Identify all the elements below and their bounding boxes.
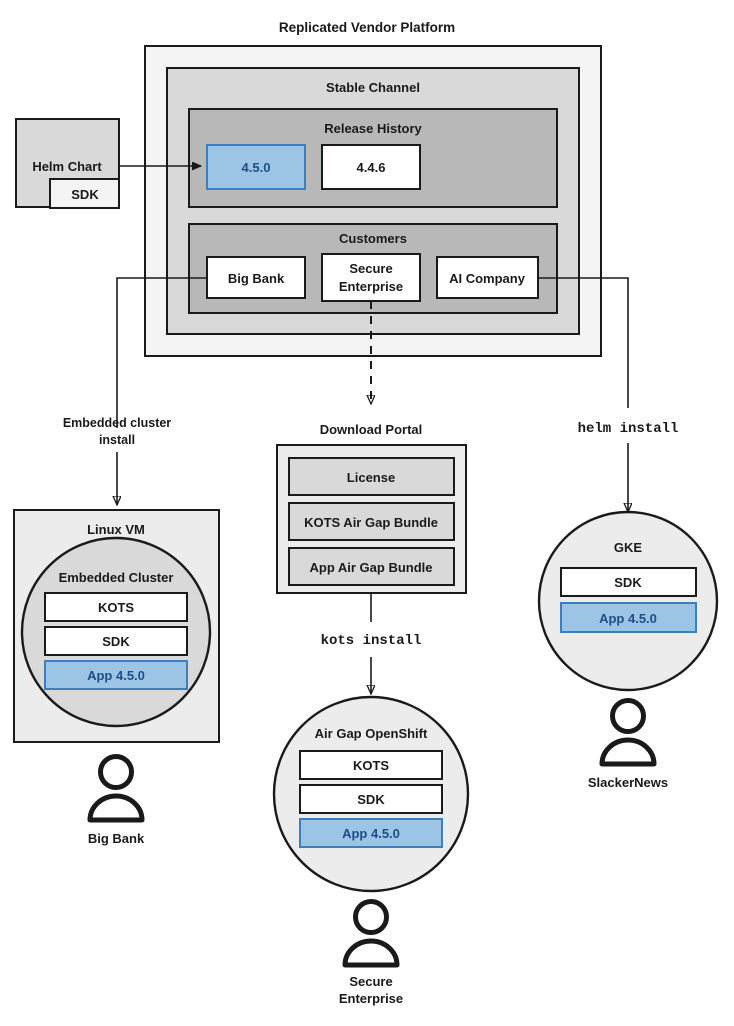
target-customer-label: Big Bank — [88, 831, 145, 846]
customer-name-line1: Secure — [349, 261, 392, 276]
embedded-install-label-line1: Embedded cluster — [63, 416, 171, 430]
target-linux-vm: Linux VM Embedded Cluster KOTS SDK App 4… — [13, 509, 220, 743]
component-kots[interactable]: KOTS — [44, 592, 188, 622]
download-portal-item-label: License — [347, 470, 395, 485]
component-label: SDK — [102, 634, 130, 649]
component-app[interactable]: App 4.5.0 — [560, 602, 697, 633]
component-label: KOTS — [98, 600, 134, 615]
avatar-secure-enterprise — [342, 899, 400, 968]
avatar-big-bank — [87, 754, 145, 823]
release-version-label: 4.5.0 — [242, 160, 271, 175]
release-card-446[interactable]: 4.4.6 — [321, 144, 421, 190]
target-label: GKE — [614, 540, 643, 555]
component-label: App 4.5.0 — [599, 611, 657, 626]
embedded-install-label-line2: install — [99, 433, 135, 447]
release-history-panel: Release History 4.5.0 4.4.6 — [188, 108, 558, 208]
target-customer-label-line2: Enterprise — [339, 991, 403, 1006]
component-label: App 4.5.0 — [342, 826, 400, 841]
stable-channel-label: Stable Channel — [326, 80, 420, 95]
kots-install-label: kots install — [321, 633, 422, 649]
release-version-label: 4.4.6 — [357, 160, 386, 175]
component-label: KOTS — [353, 758, 389, 773]
component-app[interactable]: App 4.5.0 — [44, 660, 188, 690]
download-portal-box: License KOTS Air Gap Bundle App Air Gap … — [276, 444, 467, 594]
connector-bigbank-left — [116, 277, 207, 428]
download-portal-item-license[interactable]: License — [288, 457, 455, 496]
customers-panel: Customers Big Bank Secure Enterprise AI … — [188, 223, 558, 314]
component-app[interactable]: App 4.5.0 — [299, 818, 443, 848]
component-kots[interactable]: KOTS — [299, 750, 443, 780]
helm-chart-box[interactable]: Helm Chart SDK — [15, 118, 120, 209]
component-sdk[interactable]: SDK — [560, 567, 697, 597]
customer-name-label: Big Bank — [228, 271, 285, 286]
helm-chart-sdk-box[interactable] — [49, 178, 120, 209]
component-label: SDK — [614, 575, 642, 590]
customer-card-big-bank[interactable]: Big Bank — [206, 256, 306, 299]
download-portal-item-kots-airgap-bundle[interactable]: KOTS Air Gap Bundle — [288, 502, 455, 541]
target-gke: GKE SDK App 4.5.0 — [537, 510, 719, 692]
helm-chart-sdk-label: SDK — [71, 187, 99, 202]
component-sdk[interactable]: SDK — [44, 626, 188, 656]
customers-label: Customers — [339, 231, 407, 246]
component-label: SDK — [357, 792, 385, 807]
helm-chart-label: Helm Chart — [32, 159, 102, 174]
helm-install-label: helm install — [578, 421, 679, 437]
embedded-cluster-label: Embedded Cluster — [59, 570, 174, 585]
target-customer-label: SlackerNews — [588, 775, 668, 790]
customer-name-label: AI Company — [449, 271, 526, 286]
customer-name-line2: Enterprise — [339, 279, 403, 294]
download-portal-item-label: KOTS Air Gap Bundle — [304, 515, 438, 530]
target-label: Air Gap OpenShift — [315, 726, 428, 741]
release-card-450[interactable]: 4.5.0 — [206, 144, 306, 190]
customer-card-ai-company[interactable]: AI Company — [436, 256, 539, 299]
avatar-slackernews — [599, 698, 657, 767]
target-air-gap-openshift: Air Gap OpenShift KOTS SDK App 4.5.0 — [272, 695, 470, 893]
download-portal-label: Download Portal — [320, 422, 423, 437]
component-label: App 4.5.0 — [87, 668, 145, 683]
customer-card-secure-enterprise[interactable]: Secure Enterprise — [321, 253, 421, 302]
release-history-label: Release History — [324, 121, 422, 136]
target-label: Linux VM — [87, 522, 145, 537]
component-sdk[interactable]: SDK — [299, 784, 443, 814]
download-portal-item-label: App Air Gap Bundle — [309, 560, 432, 575]
connector-aicompany-right — [538, 277, 629, 408]
target-customer-label-line1: Secure — [349, 974, 392, 989]
download-portal-item-app-airgap-bundle[interactable]: App Air Gap Bundle — [288, 547, 455, 586]
page-title: Replicated Vendor Platform — [279, 20, 455, 35]
